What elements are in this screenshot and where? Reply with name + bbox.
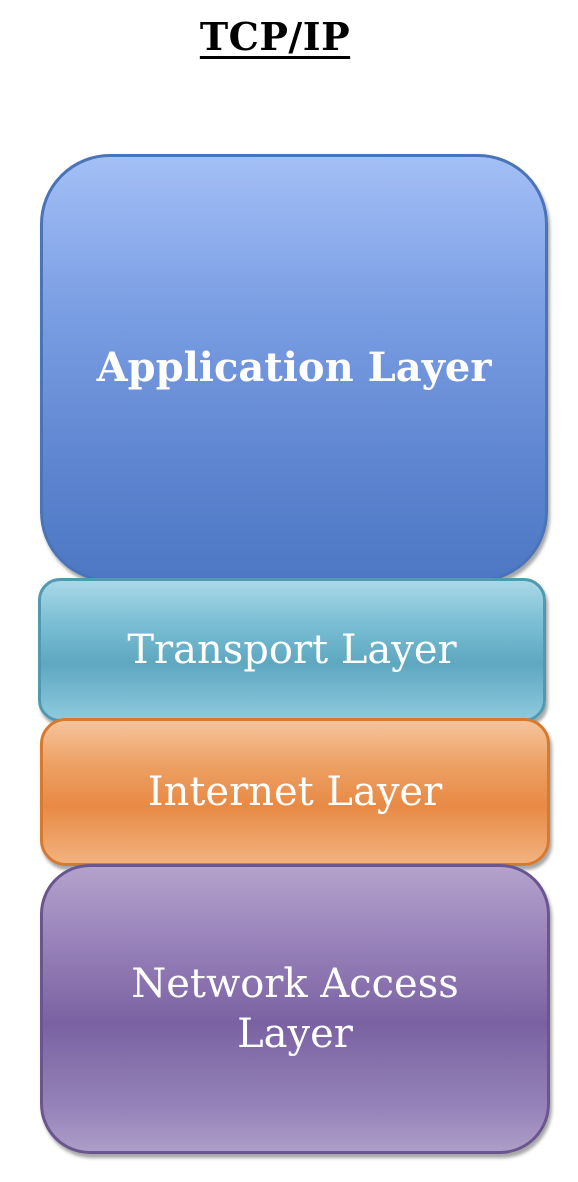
application-layer-box: Application Layer: [40, 154, 548, 582]
transport-layer-label: Transport Layer: [127, 627, 457, 673]
network-access-layer-box: Network Access Layer: [40, 864, 550, 1154]
network-access-layer-label-line2: Layer: [237, 1011, 353, 1057]
network-access-layer-label-line1: Network Access: [131, 961, 459, 1007]
transport-layer-box: Transport Layer: [38, 578, 546, 722]
application-layer-label: Application Layer: [96, 344, 492, 391]
network-access-layer-label: Network Access Layer: [131, 959, 459, 1059]
internet-layer-box: Internet Layer: [40, 718, 550, 866]
internet-layer-label: Internet Layer: [147, 769, 443, 815]
diagram-title: TCP/IP: [199, 14, 351, 59]
